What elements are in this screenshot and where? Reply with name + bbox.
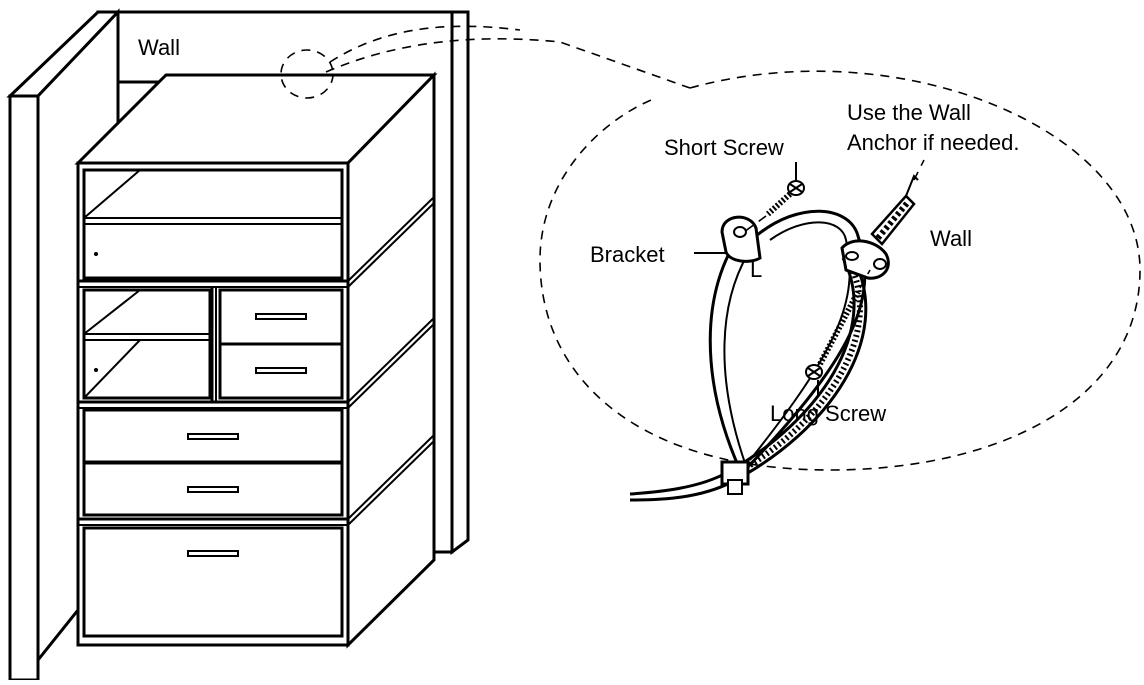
detail-marker-circle xyxy=(280,49,334,99)
detail-ellipse xyxy=(539,70,1141,471)
bracket-label: Bracket xyxy=(590,242,665,267)
wall-bracket xyxy=(840,239,890,280)
wall-left-front xyxy=(8,94,40,682)
short-screw xyxy=(743,180,805,233)
wall-anchor-label-line1: Use the Wall xyxy=(847,100,971,125)
l-mark-label: L xyxy=(750,257,762,282)
callout-leader-1 xyxy=(329,25,521,63)
wall-anchor xyxy=(870,159,925,246)
long-screw xyxy=(805,269,871,380)
drawer-5 xyxy=(82,526,344,638)
middle-shelf-opening xyxy=(82,288,212,400)
short-screw-label: Short Screw xyxy=(664,135,784,160)
long-screw-label: Long Screw xyxy=(770,401,886,426)
wall-label-left: Wall xyxy=(138,35,180,60)
callout-leader-2 xyxy=(325,38,691,89)
dresser xyxy=(74,71,438,649)
wall-label-right: Wall xyxy=(930,226,972,251)
wall-anchor-label-line2: Anchor if needed. xyxy=(847,130,1019,155)
bracket xyxy=(720,215,762,263)
wall-right-edge xyxy=(450,10,470,555)
drawer-handles xyxy=(187,313,307,557)
